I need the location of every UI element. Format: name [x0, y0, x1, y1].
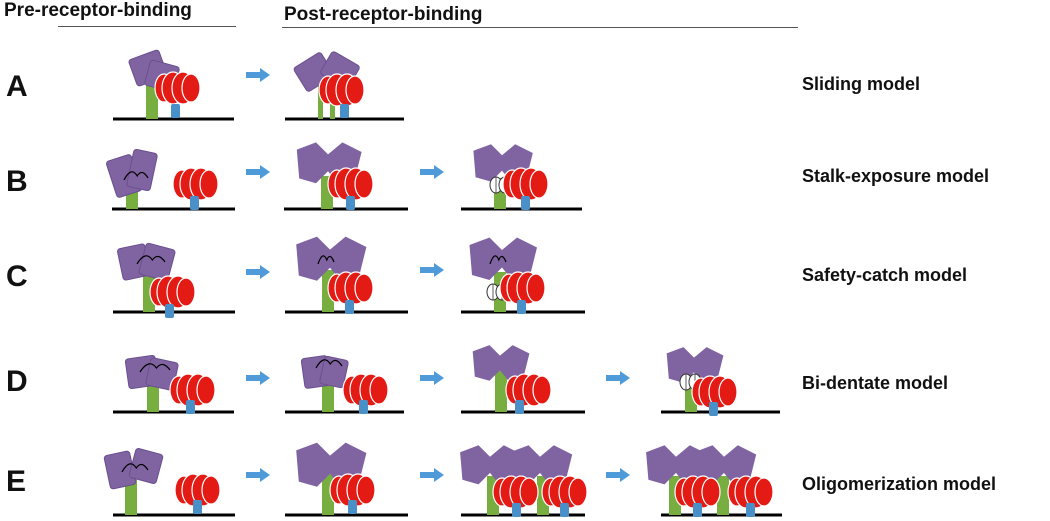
receptor-anchor — [348, 500, 357, 514]
receptor-anchor — [359, 400, 368, 414]
membrane-line — [285, 513, 408, 517]
receptor-anchor — [693, 503, 702, 517]
receptor-ball — [149, 275, 196, 309]
pre-header-underline — [58, 26, 236, 27]
membrane-line — [113, 410, 234, 414]
post-header-underline — [282, 27, 798, 28]
row-label-d: D — [6, 365, 28, 398]
receptor-ball — [342, 373, 389, 407]
receptor-ball — [499, 271, 546, 305]
receptor-ball — [174, 473, 221, 507]
head-domain — [296, 236, 367, 281]
arrow-icon — [420, 371, 444, 385]
receptor-ball — [169, 373, 216, 407]
receptor-anchor — [346, 196, 355, 210]
tether-line — [489, 255, 507, 265]
receptor-ball — [674, 475, 721, 509]
tether-line — [139, 363, 171, 373]
arrow-icon — [420, 468, 444, 482]
model-label-bi-dentate: Bi-dentate model — [802, 373, 949, 393]
receptor-anchor — [512, 503, 521, 517]
receptor-anchor — [521, 196, 530, 210]
receptor-anchor — [193, 500, 202, 514]
receptor-ball — [327, 271, 374, 305]
arrow-icon — [420, 165, 444, 179]
tether-line — [121, 463, 149, 473]
model-label-oligomerization: Oligomerization model — [802, 474, 997, 494]
receptor-ball — [727, 475, 774, 509]
model-label-sliding: Sliding model — [802, 74, 921, 94]
tether-line — [136, 255, 166, 265]
tether-line — [315, 359, 343, 369]
arrow-icon — [246, 68, 270, 82]
receptor-anchor — [186, 400, 195, 414]
head-domain — [694, 445, 757, 485]
arrow-icon — [246, 165, 270, 179]
tether-line — [123, 171, 149, 181]
receptor-ball — [502, 167, 549, 201]
receptor-anchor — [165, 304, 174, 318]
receptor-ball — [492, 475, 539, 509]
receptor-anchor — [340, 104, 349, 118]
receptor-ball — [327, 167, 374, 201]
row-label-b: B — [6, 165, 28, 198]
membrane-line — [113, 117, 234, 121]
arrow-icon — [246, 468, 270, 482]
row-label-c: C — [6, 260, 28, 293]
tether-line — [317, 255, 335, 265]
post-receptor-binding-header: Post-receptor-binding — [284, 4, 483, 25]
receptor-anchor — [560, 503, 569, 517]
pre-receptor-binding-header: Pre-receptor-binding — [4, 0, 192, 21]
receptor-ball — [541, 475, 588, 509]
membrane-line — [461, 513, 585, 517]
membrane-line — [661, 410, 780, 414]
head-domain — [469, 237, 537, 280]
head-domain — [666, 347, 724, 383]
arrow-icon — [606, 468, 630, 482]
receptor-ball — [172, 167, 219, 201]
receptor-anchor — [171, 104, 180, 118]
head-domain — [472, 345, 530, 381]
head-domain — [510, 445, 573, 485]
membrane-line — [113, 513, 235, 517]
receptor-ball — [691, 375, 738, 409]
receptor-anchor — [746, 503, 755, 517]
receptor-anchor — [517, 300, 526, 314]
receptor-anchor — [515, 400, 524, 414]
arrow-icon — [246, 265, 270, 279]
arrow-icon — [246, 371, 270, 385]
model-label-safety-catch: Safety-catch model — [802, 265, 968, 285]
receptor-anchor — [190, 196, 199, 210]
head-domain — [128, 448, 164, 484]
receptor-ball — [318, 73, 365, 107]
stalk — [717, 476, 729, 515]
head-domain — [138, 242, 176, 282]
membrane-line — [285, 410, 404, 414]
receptor-anchor — [709, 402, 718, 416]
head-domain — [460, 445, 523, 485]
head-domain — [646, 445, 709, 485]
receptor-anchor — [345, 300, 354, 314]
head-domain — [126, 148, 158, 192]
arrow-icon — [606, 371, 630, 385]
receptor-ball — [154, 71, 201, 105]
membrane-line — [285, 117, 404, 121]
receptor-ball — [505, 373, 552, 407]
membrane-line — [112, 207, 235, 211]
membrane-line — [284, 207, 408, 211]
model-label-stalk-exposure: Stalk-exposure model — [802, 166, 990, 186]
row-label-a: A — [6, 70, 28, 103]
arrow-icon — [420, 263, 444, 277]
row-label-e: E — [6, 465, 27, 498]
receptor-ball — [329, 473, 376, 507]
